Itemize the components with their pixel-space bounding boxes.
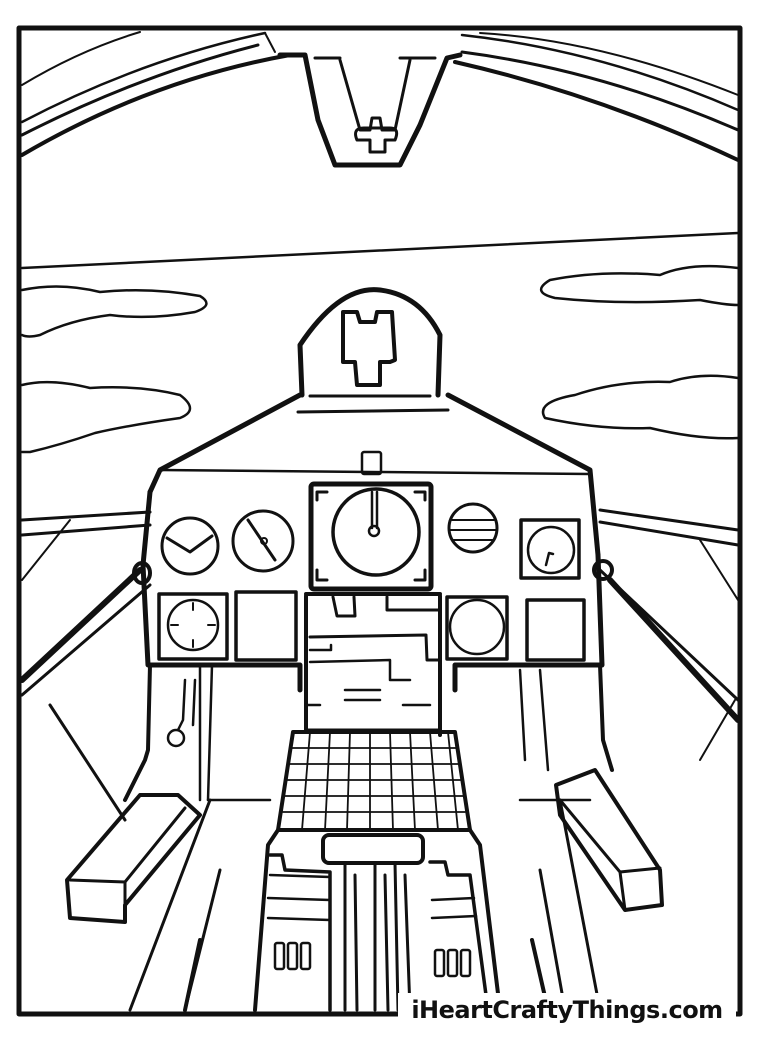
left-throttle-block	[65, 793, 202, 924]
page-border	[16, 25, 743, 1017]
needle-gauge	[231, 509, 295, 573]
small-dial-frame	[519, 518, 581, 580]
blank-screen-right	[525, 598, 586, 662]
clouds	[20, 264, 740, 454]
side-walls	[123, 663, 614, 1012]
round-screen-right	[448, 598, 506, 656]
tick-gauge	[166, 598, 220, 652]
main-clock-gauge-bezel	[308, 481, 434, 592]
blank-screen-left	[234, 590, 298, 662]
right-throttle-block	[554, 768, 664, 912]
gauges	[157, 481, 586, 662]
horizon-line	[20, 231, 740, 270]
dashboard	[19, 392, 741, 822]
small-dial-gauge	[526, 525, 576, 575]
attitude-gauge	[160, 516, 220, 576]
watermark-text: iHeartCraftyThings.com	[398, 993, 736, 1027]
canopy-frame	[20, 31, 740, 168]
round-screen-frame	[445, 595, 509, 661]
hud-housing	[296, 287, 450, 476]
main-clock-gauge	[331, 487, 421, 577]
striped-gauge	[447, 502, 499, 554]
stick-base	[321, 833, 425, 865]
center-console	[253, 592, 502, 1012]
tick-gauge-frame	[157, 592, 229, 661]
